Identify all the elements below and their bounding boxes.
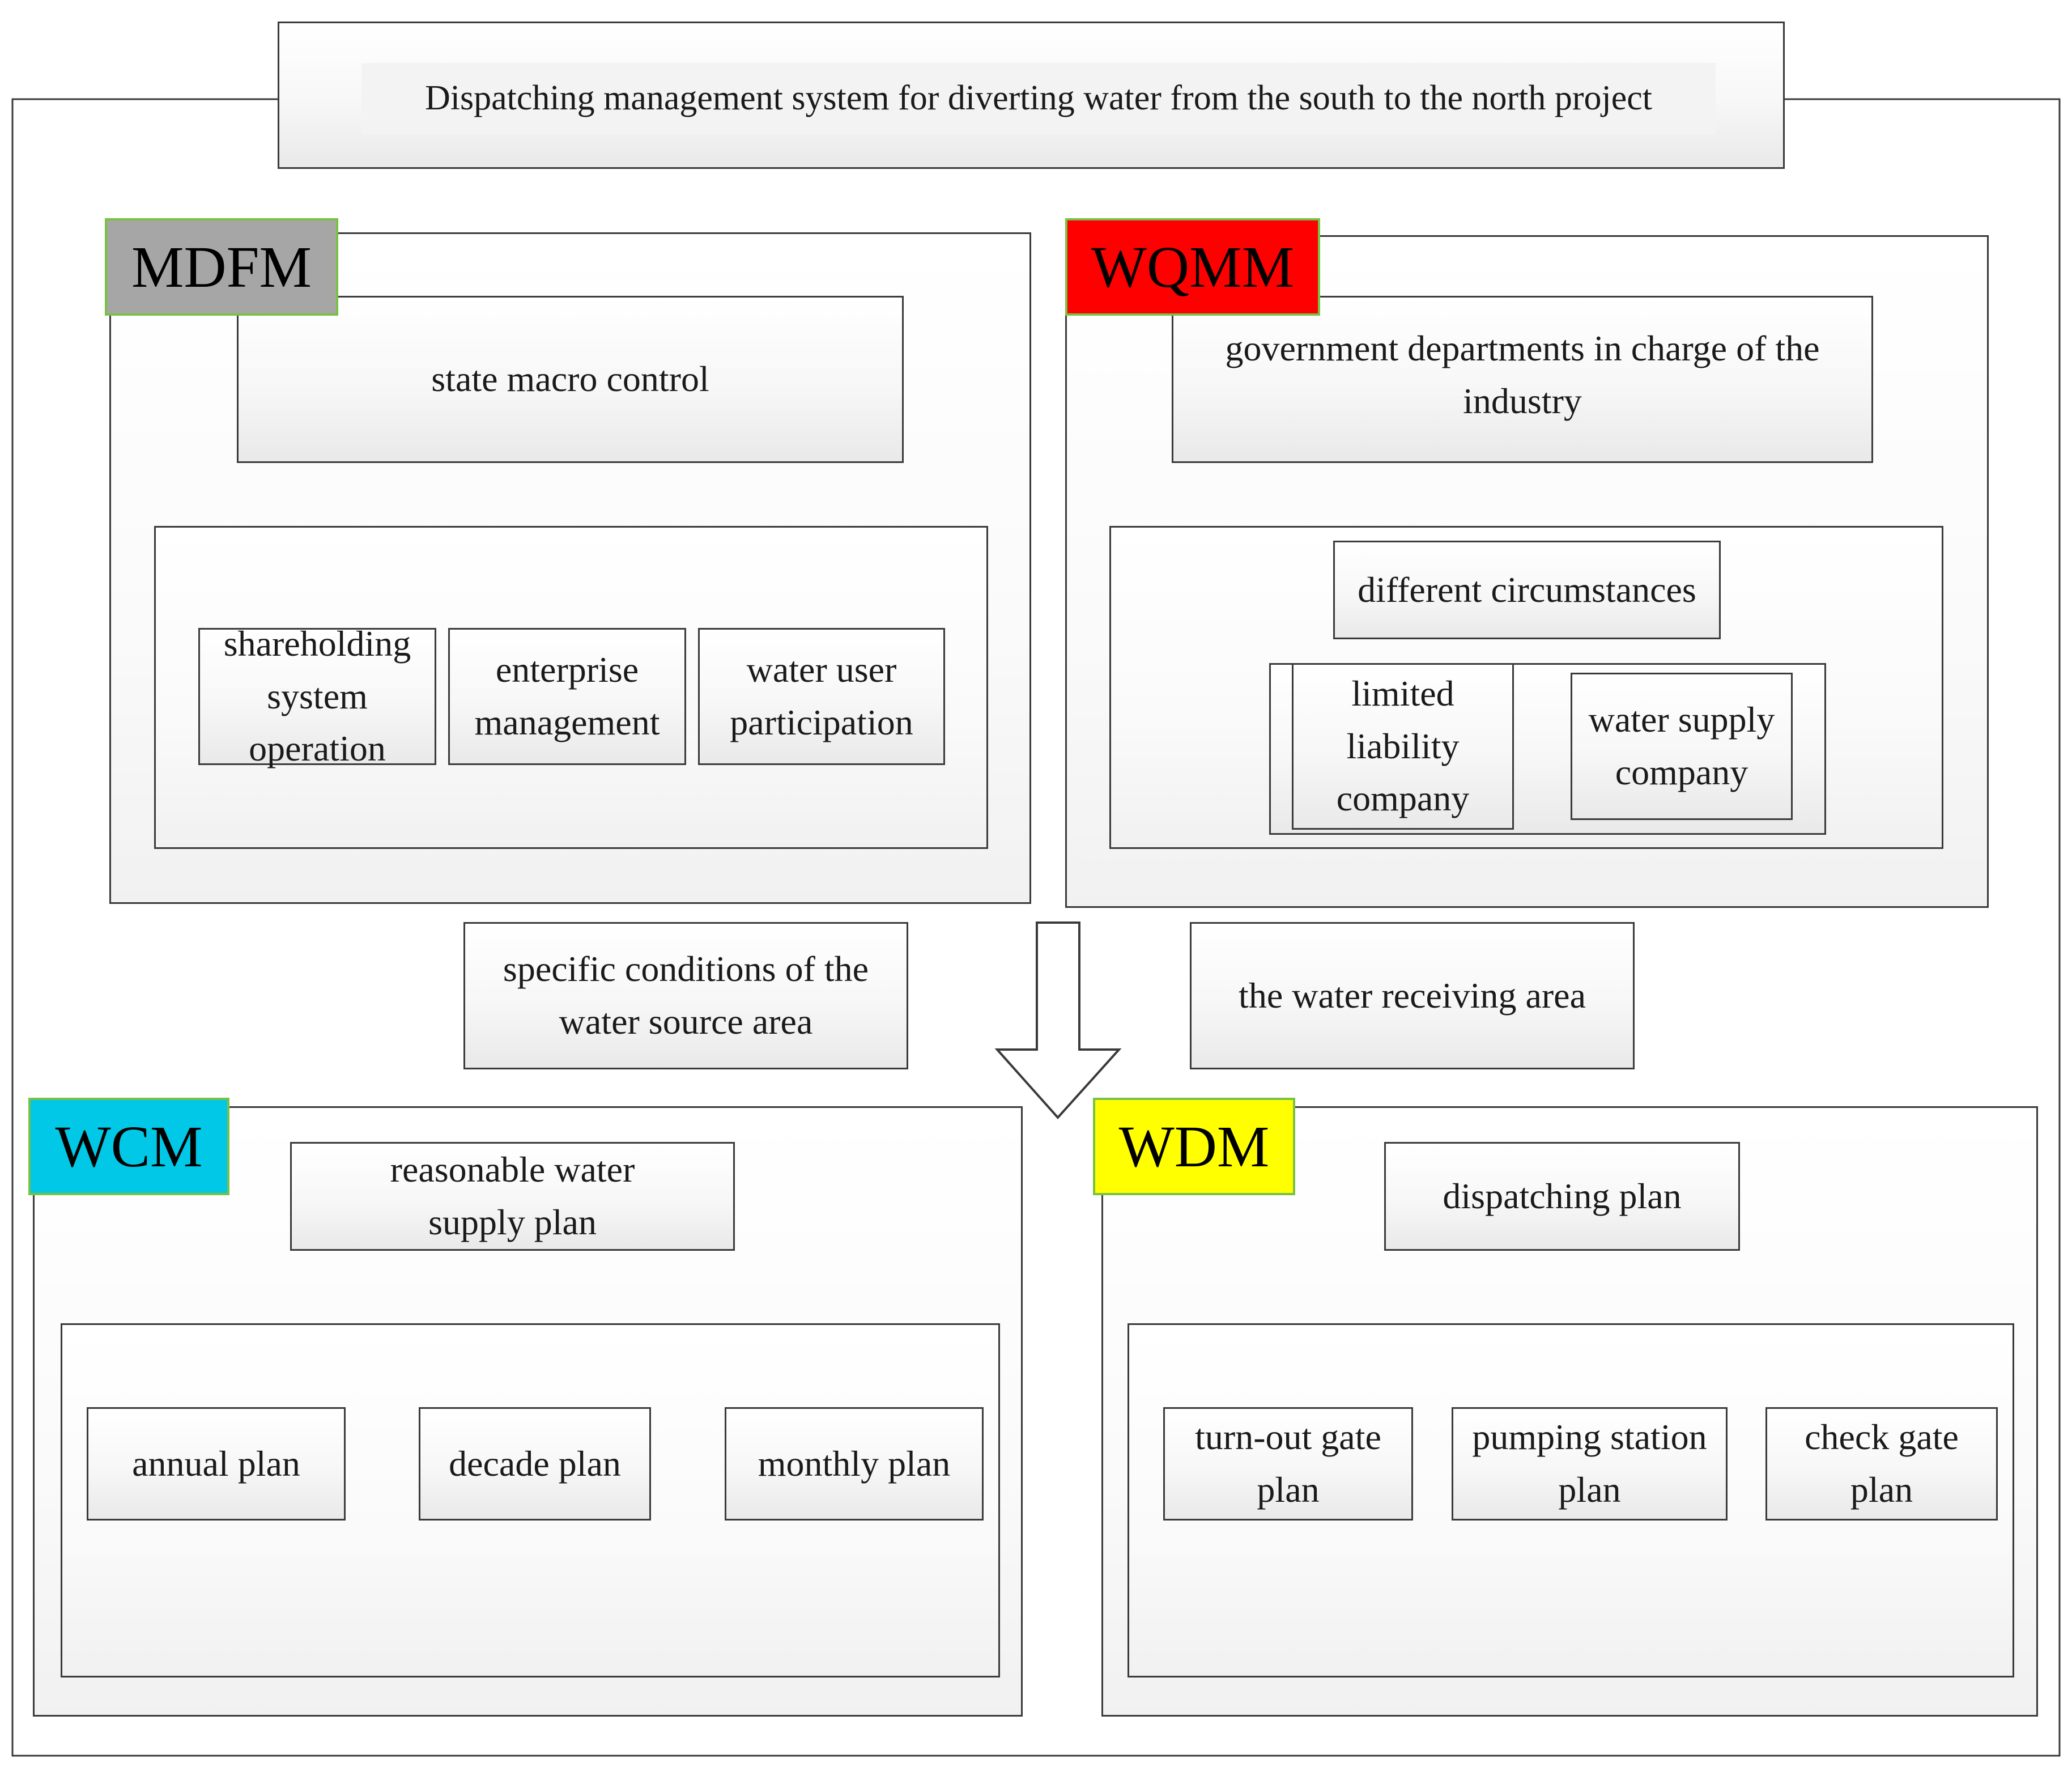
wqmm-top-label: government departments in charge of the … [1225, 328, 1820, 421]
wqmm-item-box [1571, 673, 1793, 820]
wcm-item-box [87, 1407, 346, 1521]
wcm-item-label: decade plan [449, 1443, 621, 1484]
title-box: Dispatching management system for divert… [278, 22, 1785, 169]
wdm-item-label: turn-out gate plan [1195, 1417, 1381, 1510]
wqmm-sub-box [1333, 541, 1721, 639]
mdfm-item-label: enterprise management [474, 649, 660, 742]
mdfm-item-label: water user participation [730, 649, 913, 742]
receiving-area-label: the water receiving area [1239, 975, 1586, 1016]
wdm-item-box [1163, 1407, 1413, 1521]
wqmm-top-box [1172, 296, 1873, 463]
mdfm-tag: MDFM [105, 218, 338, 316]
water-source-box [463, 922, 908, 1069]
wcm-item-label: monthly plan [758, 1443, 951, 1484]
mdfm-top-box [237, 296, 904, 463]
mdfm-item-box [198, 628, 436, 765]
title-text-band: Dispatching management system for divert… [361, 63, 1716, 134]
wdm-top-label: dispatching plan [1443, 1175, 1682, 1216]
wcm-top-box [290, 1142, 735, 1251]
down-arrow [994, 921, 1122, 1119]
wqmm-item-label: water supply company [1588, 699, 1775, 792]
diagram-title: Dispatching management system for divert… [424, 79, 1652, 118]
wcm-item-box [419, 1407, 651, 1521]
wdm-item-label: check gate plan [1805, 1417, 1959, 1510]
wcm-tag: WCM [28, 1098, 229, 1195]
mdfm-item-box [448, 628, 686, 765]
mdfm-top-label: state macro control [431, 359, 709, 400]
wdm-top-box [1384, 1142, 1740, 1251]
wcm-item-box [725, 1407, 984, 1521]
wqmm-item-label: limited liability company [1336, 673, 1470, 819]
wcm-top-label: reasonable water supply plan [390, 1149, 635, 1242]
receiving-area-box [1190, 922, 1635, 1069]
wdm-item-box [1452, 1407, 1728, 1521]
mdfm-item-box [698, 628, 945, 765]
water-source-label: specific conditions of the water source … [503, 949, 869, 1042]
mdfm-item-label: shareholding system operation [223, 623, 411, 769]
wqmm-item-box [1292, 663, 1514, 830]
outer-frame-line [11, 98, 2061, 1757]
wcm-item-label: annual plan [132, 1443, 300, 1484]
wqmm-tag: WQMM [1065, 218, 1320, 316]
wdm-tag: WDM [1093, 1098, 1295, 1195]
wdm-item-label: pumping station plan [1472, 1417, 1707, 1510]
wdm-item-box [1765, 1407, 1998, 1521]
wqmm-sub-label: different circumstances [1358, 569, 1696, 610]
